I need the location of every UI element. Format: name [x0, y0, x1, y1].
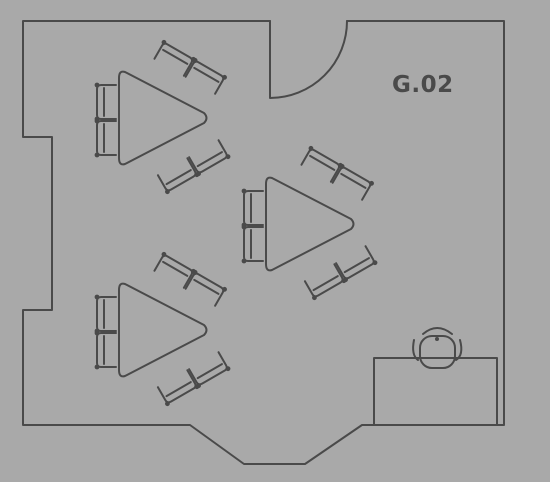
chair-icon — [94, 82, 117, 122]
table-group-1 — [94, 39, 231, 195]
chair-icon — [94, 294, 117, 334]
triangle-table-icon — [265, 176, 355, 272]
desk — [373, 357, 498, 426]
chair-icon — [94, 330, 117, 370]
chair-icon — [184, 269, 227, 307]
chair-icon — [241, 188, 264, 228]
office-chair-icon — [412, 327, 463, 369]
chair-icon — [241, 224, 264, 264]
table-group-2 — [241, 145, 378, 301]
chair-icon — [156, 157, 200, 195]
room-label: G.02 — [392, 72, 454, 98]
chair-icon — [331, 163, 374, 201]
chair-icon — [156, 369, 200, 407]
chair-icon — [188, 351, 231, 389]
triangle-table-icon — [118, 282, 208, 378]
chair-icon — [188, 139, 231, 177]
chair-icon — [153, 251, 196, 289]
chair-icon — [303, 263, 347, 301]
triangle-table-icon — [118, 70, 208, 166]
chair-icon — [153, 39, 196, 77]
chair-icon — [184, 57, 227, 95]
chair-icon — [335, 245, 378, 283]
chair-icon — [300, 145, 343, 183]
chair-icon — [94, 118, 117, 158]
door-swing-icon — [269, 20, 348, 99]
table-group-3 — [94, 251, 231, 407]
